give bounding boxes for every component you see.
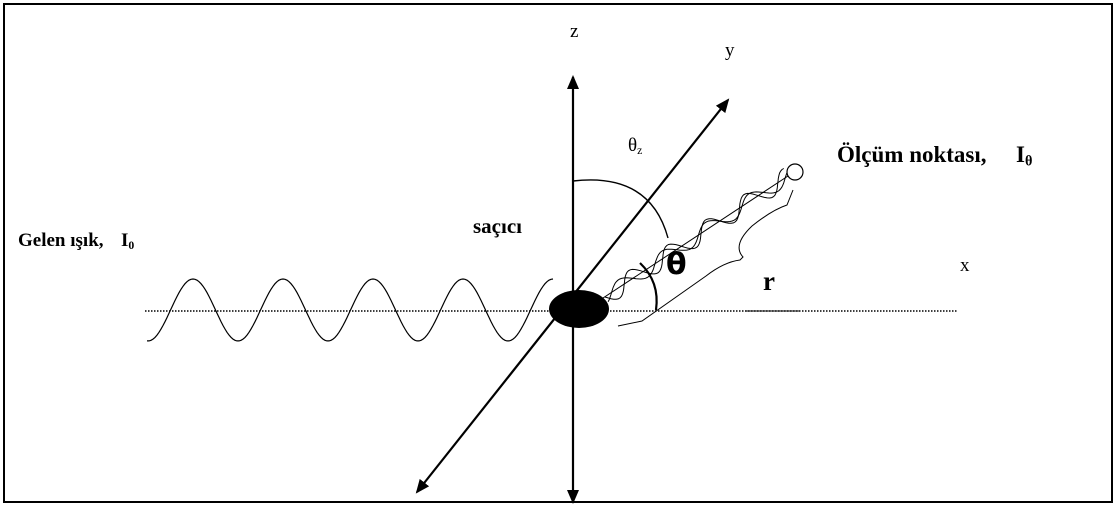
z-axis-label: z [570,21,579,42]
measurement-point-text: Ölçüm noktası, [837,142,987,167]
measurement-intensity-subscript: θ [1024,153,1033,170]
theta-z-symbol: θ [628,135,638,156]
theta-arc [639,262,658,311]
measurement-direction-line [599,175,789,301]
theta-z-arc [572,179,669,239]
theta-label: θ [666,247,687,282]
theta-z-subscript: z [637,143,643,157]
measurement-intensity: I [1016,142,1025,167]
incident-light-wave [147,278,554,342]
y-axis-label: y [725,40,735,61]
diagram-frame [3,3,1113,503]
scattered-wave-1 [604,168,785,300]
incident-intensity-subscript: 0 [128,238,135,252]
measurement-point-label: Ölçüm noktası, Iθ [837,142,1032,169]
scatterer-label: saçıcı [473,214,522,238]
incident-light-label: Gelen ışık, I0 [18,230,135,252]
incident-intensity: I [121,230,129,251]
distance-r-label: r [763,266,775,296]
scattered-wave-2 [607,172,788,302]
x-axis-label: x [960,255,970,276]
measurement-point-marker [786,163,804,181]
theta-z-label: θz [628,135,643,157]
distance-brace [617,189,794,327]
scatterer-particle [549,290,609,328]
incident-light-text: Gelen ışık, [18,230,104,251]
